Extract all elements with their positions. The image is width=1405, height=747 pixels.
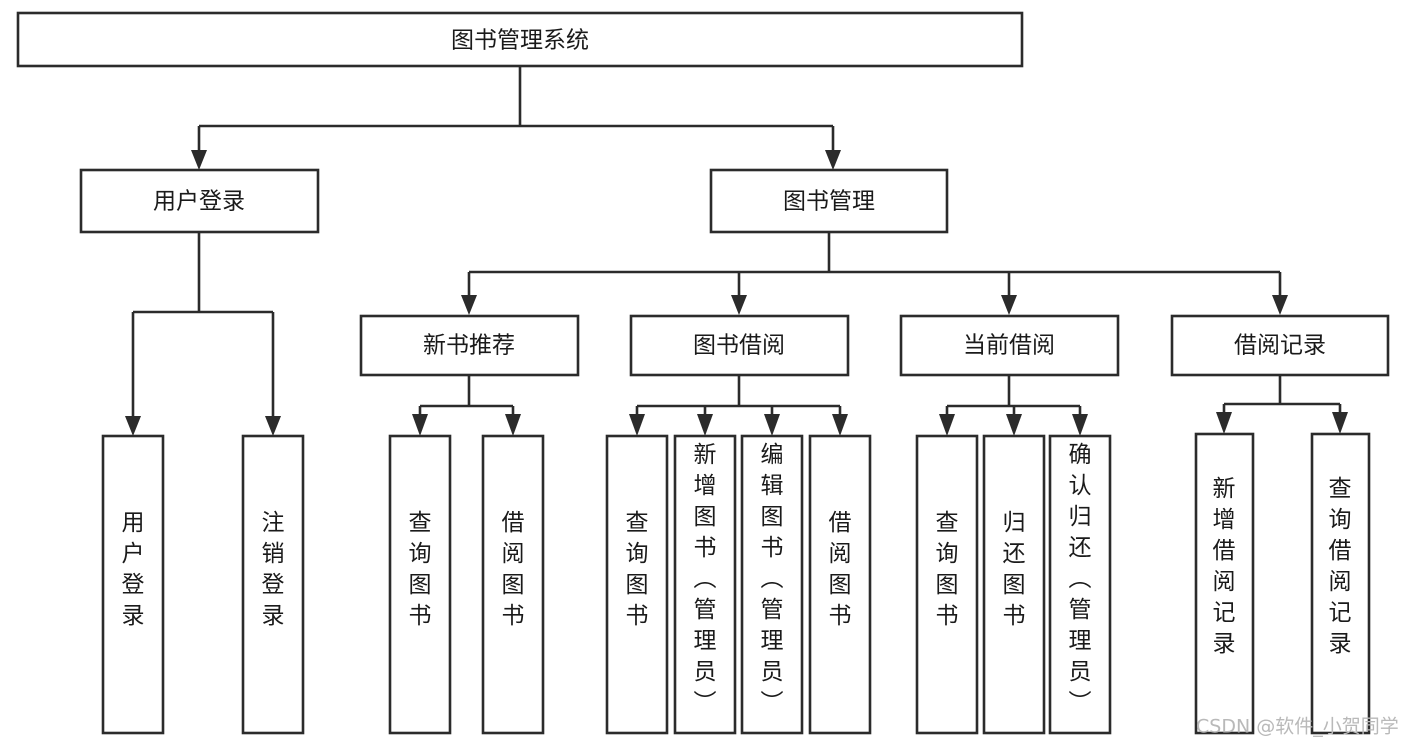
leaf-borrow-4-label: 借阅图书: [829, 510, 852, 629]
node-user-login-box[interactable]: [79, 168, 320, 234]
leaf-current-2-box[interactable]: [982, 434, 1046, 735]
node-root-box[interactable]: [16, 11, 1024, 68]
connector-group-new-book: [412, 376, 521, 436]
arrow-user-login-leaf-1-icon: [125, 416, 141, 436]
node-borrow-box[interactable]: [629, 314, 850, 377]
leaf-current-2[interactable]: 归还图书: [982, 434, 1046, 735]
arrow-new-book-leaf-1-icon: [412, 414, 428, 436]
node-borrow[interactable]: 图书借阅: [629, 314, 850, 377]
leaf-borrow-1-box[interactable]: [605, 434, 669, 735]
leaf-record-1-box[interactable]: [1194, 432, 1255, 735]
leaf-new-book-2[interactable]: 借阅图书: [481, 434, 545, 735]
leaf-record-1[interactable]: 新增借阅记录: [1194, 432, 1255, 735]
connector-group-book-mgmt: [461, 233, 1288, 315]
arrow-current-leaf-1-icon: [939, 414, 955, 436]
arrow-current-leaf-3-icon: [1072, 414, 1088, 436]
arrow-record-leaf-1-icon: [1216, 412, 1232, 434]
leaf-borrow-2-box[interactable]: [673, 434, 737, 735]
node-borrow-record-label: 借阅记录: [1234, 333, 1326, 359]
node-new-book-box[interactable]: [359, 314, 580, 377]
connector-group-borrow: [629, 376, 848, 436]
arrow-book-mgmt-to-record-icon: [1272, 295, 1288, 315]
leaf-current-1[interactable]: 查询图书: [915, 434, 979, 735]
arrow-current-leaf-2-icon: [1006, 414, 1022, 436]
node-root[interactable]: 图书管理系统: [16, 11, 1024, 68]
leaf-user-login-1-label: 用户登录: [122, 510, 145, 629]
leaf-new-book-1[interactable]: 查询图书: [388, 434, 452, 735]
leaf-user-login-2[interactable]: 注销登录: [241, 434, 305, 735]
leaf-record-2[interactable]: 查询借阅记录: [1310, 432, 1371, 735]
leaf-borrow-1[interactable]: 查询图书: [605, 434, 669, 735]
leaf-borrow-2[interactable]: 新增图书︵管理员︶: [673, 434, 737, 735]
arrow-book-mgmt-to-new-book-icon: [461, 295, 477, 315]
arrow-root-to-user-login-icon: [191, 150, 207, 170]
node-user-login-label: 用户登录: [153, 189, 245, 215]
leaf-new-book-2-label: 借阅图书: [502, 510, 525, 629]
leaf-borrow-3-label: 编辑图书︵管理员︶: [761, 442, 784, 716]
leaf-record-2-label: 查询借阅记录: [1329, 476, 1352, 657]
leaf-user-login-1-box[interactable]: [101, 434, 165, 735]
leaf-user-login-1[interactable]: 用户登录: [101, 434, 165, 735]
leaf-current-3-label: 确认归还︵管理员︶: [1069, 442, 1092, 716]
arrow-book-mgmt-to-borrow-icon: [731, 295, 747, 315]
arrow-user-login-leaf-2-icon: [265, 416, 281, 436]
leaf-current-2-label: 归还图书: [1003, 510, 1026, 629]
node-user-login[interactable]: 用户登录: [79, 168, 320, 234]
connector-group-record: [1216, 376, 1348, 434]
leaf-borrow-4[interactable]: 借阅图书: [808, 434, 872, 735]
leaf-new-book-1-label: 查询图书: [409, 510, 432, 629]
arrow-borrow-leaf-4-icon: [832, 414, 848, 436]
node-book-mgmt[interactable]: 图书管理: [709, 168, 949, 234]
node-book-mgmt-box[interactable]: [709, 168, 949, 234]
node-new-book-label: 新书推荐: [423, 333, 515, 359]
leaf-borrow-4-box[interactable]: [808, 434, 872, 735]
leaf-new-book-2-box[interactable]: [481, 434, 545, 735]
node-current-borrow-label: 当前借阅: [963, 333, 1055, 359]
node-borrow-record-box[interactable]: [1170, 314, 1390, 377]
leaf-current-3[interactable]: 确认归还︵管理员︶: [1048, 434, 1112, 735]
leaf-borrow-1-label: 查询图书: [626, 510, 649, 629]
connector-group-user-login: [125, 233, 281, 436]
arrow-record-leaf-2-icon: [1332, 412, 1348, 434]
arrow-root-to-book-mgmt-icon: [825, 150, 841, 170]
leaf-user-login-2-label: 注销登录: [262, 510, 285, 629]
leaf-user-login-2-box[interactable]: [241, 434, 305, 735]
node-current-borrow-box[interactable]: [899, 314, 1120, 377]
watermark-text: CSDN @软件_小贺同学: [1196, 716, 1399, 738]
node-book-mgmt-label: 图书管理: [783, 189, 875, 215]
leaf-borrow-2-label: 新增图书︵管理员︶: [694, 442, 717, 716]
leaf-record-1-label: 新增借阅记录: [1213, 476, 1236, 657]
leaf-current-3-box[interactable]: [1048, 434, 1112, 735]
node-borrow-record[interactable]: 借阅记录: [1170, 314, 1390, 377]
node-borrow-label: 图书借阅: [693, 333, 785, 359]
node-root-label: 图书管理系统: [451, 28, 589, 54]
leaf-current-1-box[interactable]: [915, 434, 979, 735]
arrow-borrow-leaf-2-icon: [697, 414, 713, 436]
leaf-borrow-3-box[interactable]: [740, 434, 804, 735]
connector-group-current: [939, 376, 1088, 436]
leaf-new-book-1-box[interactable]: [388, 434, 452, 735]
arrow-borrow-leaf-1-icon: [629, 414, 645, 436]
leaf-record-2-box[interactable]: [1310, 432, 1371, 735]
arrow-book-mgmt-to-current-icon: [1001, 295, 1017, 315]
leaf-borrow-3[interactable]: 编辑图书︵管理员︶: [740, 434, 804, 735]
arrow-borrow-leaf-3-icon: [764, 414, 780, 436]
leaf-current-1-label: 查询图书: [936, 510, 959, 629]
arrow-new-book-leaf-2-icon: [505, 414, 521, 436]
node-current-borrow[interactable]: 当前借阅: [899, 314, 1120, 377]
node-new-book[interactable]: 新书推荐: [359, 314, 580, 377]
connector-group-root: [191, 67, 841, 170]
